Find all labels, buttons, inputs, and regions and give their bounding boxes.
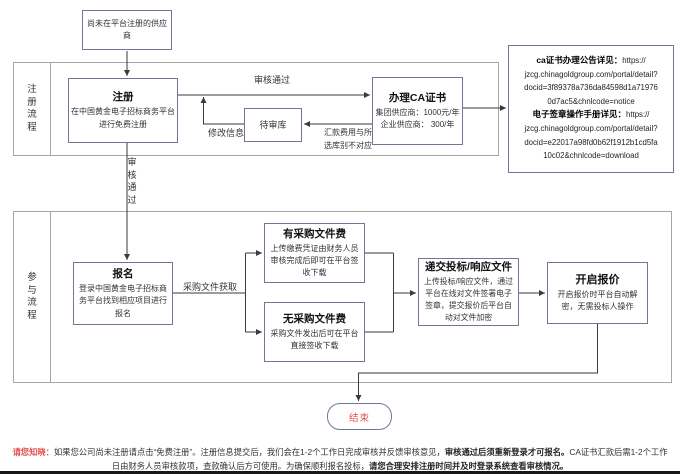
- step-submit-bid-box: 递交投标/响应文件 上传投标/响应文件，通过 平台在线对文件签署电子 签章，提交…: [418, 258, 519, 326]
- step-pending-review-title: 待审库: [259, 119, 287, 130]
- edge-label-remittance-mismatch: 汇款费用与所 选库别不对应: [324, 128, 372, 150]
- step-no-fee-title: 无采购文件费: [283, 312, 346, 325]
- step-signup-body: 登录中国黄金电子招标商 务平台找到相应项目进行 报名: [79, 284, 167, 318]
- lane-registration-label: 注 册 流 程: [27, 84, 37, 133]
- step-with-fee-body: 上传缴费凭证由财务人员 审核完成后即可在平台签 收下载: [270, 243, 359, 278]
- lane-participation-label: 参 与 流 程: [27, 272, 37, 321]
- end-node-label: 结束: [348, 412, 370, 424]
- edge-label-approved-vertical: 审 核 通 过: [127, 157, 137, 205]
- start-box-unregistered-supplier: 尚未在平台注册的供应商: [82, 10, 172, 50]
- end-node: 结束: [327, 403, 392, 430]
- edge-label-modify-info: 修改信息: [208, 128, 245, 138]
- lane-participation-label-cell: 参 与 流 程: [14, 212, 51, 382]
- step-register-title: 注册: [112, 91, 134, 104]
- step-submit-bid-title: 递交投标/响应文件: [425, 261, 512, 273]
- edge-label-doc-fetch: 采购文件获取: [183, 282, 238, 292]
- step-ca-certificate-body: 集团供应商：1000元/年 企业供应商： 300/年: [375, 107, 460, 129]
- step-open-quote-body: 开启报价时平台自动解 密，无需投标人操作: [557, 289, 638, 311]
- lane-participation: 参 与 流 程: [13, 211, 672, 383]
- ca-info-box: ca证书办理公告详见：https:// jzcg.chinagoldgroup.…: [508, 45, 674, 173]
- esign-manual-title: 电子签章操作手册详见：: [532, 109, 627, 120]
- step-register-box: 注册 在中国黄金电子招标商务平台 进行免费注册: [68, 78, 178, 143]
- step-ca-certificate-title: 办理CA证书: [388, 91, 447, 104]
- lane-registration: 注 册 流 程: [13, 62, 499, 156]
- step-no-fee-body: 采购文件发出后可在平台 直接签收下载: [270, 328, 359, 350]
- ca-notice-url: https:// jzcg.chinagoldgroup.com/portal/…: [524, 56, 658, 106]
- disclaimer-seg1: 如果您公司尚未注册请点击“免费注册”。注册信息提交后，我们会在1-2个工作日完成…: [53, 447, 445, 457]
- step-open-quote-title: 开启报价: [575, 273, 620, 286]
- disclaimer-notice: 请您知晓：: [12, 447, 54, 457]
- step-signup-box: 报名 登录中国黄金电子招标商 务平台找到相应项目进行 报名: [73, 262, 173, 325]
- esign-manual-url: https:// jzcg.chinagoldgroup.com/portal/…: [524, 110, 658, 161]
- disclaimer-bold1: 审核通过后须重新登录才可报名。: [444, 447, 570, 457]
- step-ca-certificate-box: 办理CA证书 集团供应商：1000元/年 企业供应商： 300/年: [372, 77, 463, 145]
- ca-notice-title: ca证书办理公告详见：: [536, 55, 623, 65]
- step-with-fee-box: 有采购文件费 上传缴费凭证由财务人员 审核完成后即可在平台签 收下载: [264, 223, 365, 283]
- step-submit-bid-body: 上传投标/响应文件，通过 平台在线对文件签署电子 签章，提交报价后平台自 动对文…: [424, 277, 513, 322]
- edge-label-approved: 审核通过: [254, 75, 291, 85]
- step-no-fee-box: 无采购文件费 采购文件发出后可在平台 直接签收下载: [264, 302, 365, 362]
- step-open-quote-box: 开启报价 开启报价时平台自动解 密，无需投标人操作: [547, 262, 648, 324]
- step-signup-title: 报名: [112, 268, 134, 281]
- lane-registration-label-cell: 注 册 流 程: [14, 63, 51, 155]
- window-bottom-edge: [0, 471, 680, 474]
- disclaimer-text: 请您知晓：如果您公司尚未注册请点击“免费注册”。注册信息提交后，我们会在1-2个…: [12, 445, 668, 474]
- disclaimer-bold2: 请您合理安排注册时间并及时登录系统查看审核情况。: [369, 461, 569, 472]
- step-with-fee-title: 有采购文件费: [283, 227, 346, 240]
- start-box-label: 尚未在平台注册的供应商: [87, 18, 167, 40]
- step-register-body: 在中国黄金电子招标商务平台 进行免费注册: [71, 107, 175, 129]
- disclaimer-seg2: CA证书汇款后需1-2个工作日由财务人员审核款项，查款确认后方可使用。为确保顺利…: [111, 447, 668, 472]
- step-pending-review-box: 待审库: [244, 108, 302, 142]
